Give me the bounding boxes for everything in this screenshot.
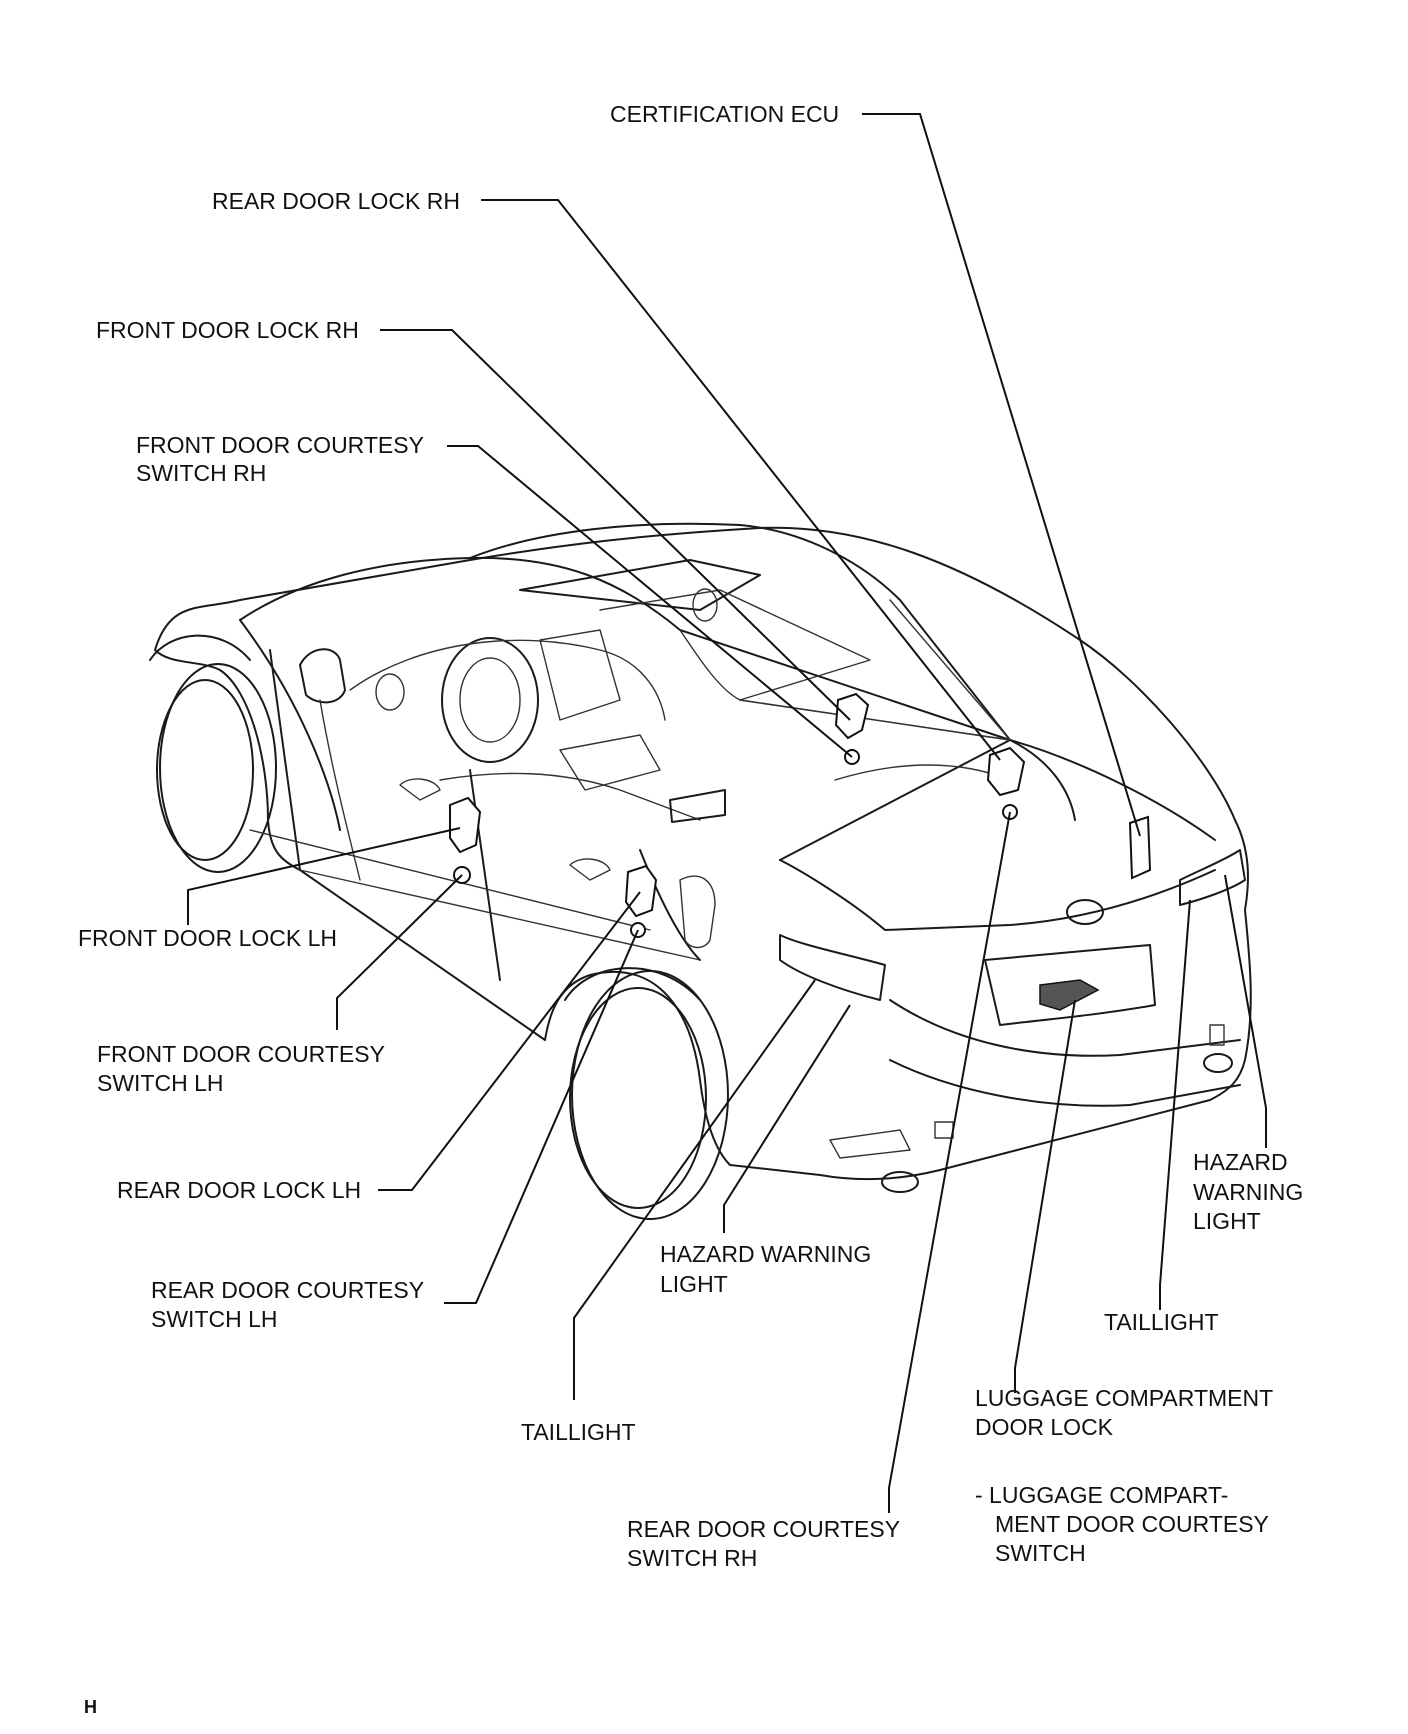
footer-mark: H (84, 1697, 97, 1717)
label-front-door-courtesy-switch-rh-line-2: SWITCH RH (136, 460, 266, 486)
rear-door-lock-lh-part (624, 864, 658, 918)
front-door-lock-rh-part (834, 692, 870, 740)
luggage-compartment-door-lock-part (1039, 979, 1100, 1011)
label-luggage-courtesy-switch-line-2: MENT DOOR COURTESY (995, 1511, 1269, 1537)
label-front-door-courtesy-switch-lh-line-2: SWITCH LH (97, 1070, 224, 1096)
label-front-door-lock-lh: FRONT DOOR LOCK LH (78, 925, 337, 951)
label-luggage-courtesy-switch-line-1: - LUGGAGE COMPART- (975, 1482, 1228, 1508)
label-rear-door-lock-lh: REAR DOOR LOCK LH (117, 1177, 361, 1203)
label-certification-ecu: CERTIFICATION ECU (610, 101, 839, 127)
component-labels: CERTIFICATION ECU REAR DOOR LOCK RH FRON… (78, 101, 1303, 1571)
label-rear-door-courtesy-switch-lh-line-2: SWITCH LH (151, 1306, 278, 1332)
label-hazard-warning-light-left-line-2: LIGHT (660, 1271, 728, 1297)
leader-lines (187, 113, 1267, 1513)
label-hazard-warning-light-right-line-1: HAZARD (1193, 1149, 1288, 1175)
label-hazard-warning-light-right-line-3: LIGHT (1193, 1208, 1261, 1234)
label-rear-door-lock-rh: REAR DOOR LOCK RH (212, 188, 460, 214)
label-front-door-lock-rh: FRONT DOOR LOCK RH (96, 317, 359, 343)
label-hazard-warning-light-right-line-2: WARNING (1193, 1179, 1303, 1205)
label-luggage-courtesy-switch-line-3: SWITCH (995, 1540, 1086, 1566)
front-door-lock-lh-part (449, 796, 482, 854)
label-luggage-compartment-door-lock-line-1: LUGGAGE COMPARTMENT (975, 1385, 1273, 1411)
label-rear-door-courtesy-switch-rh-line-2: SWITCH RH (627, 1545, 757, 1571)
car-illustration (149, 522, 1252, 1220)
label-taillight-left: TAILLIGHT (521, 1419, 636, 1445)
label-rear-door-courtesy-switch-rh-line-1: REAR DOOR COURTESY (627, 1516, 900, 1542)
component-markers (449, 692, 1152, 1011)
label-luggage-compartment-door-lock-line-2: DOOR LOCK (975, 1414, 1114, 1440)
label-hazard-warning-light-left-line-1: HAZARD WARNING (660, 1241, 871, 1267)
label-rear-door-courtesy-switch-lh-line-1: REAR DOOR COURTESY (151, 1277, 424, 1303)
label-front-door-courtesy-switch-rh-line-1: FRONT DOOR COURTESY (136, 432, 424, 458)
label-front-door-courtesy-switch-lh-line-1: FRONT DOOR COURTESY (97, 1041, 385, 1067)
certification-ecu-part (1128, 815, 1152, 880)
rear-door-lock-rh-part (986, 746, 1026, 797)
label-taillight-right: TAILLIGHT (1104, 1309, 1219, 1335)
